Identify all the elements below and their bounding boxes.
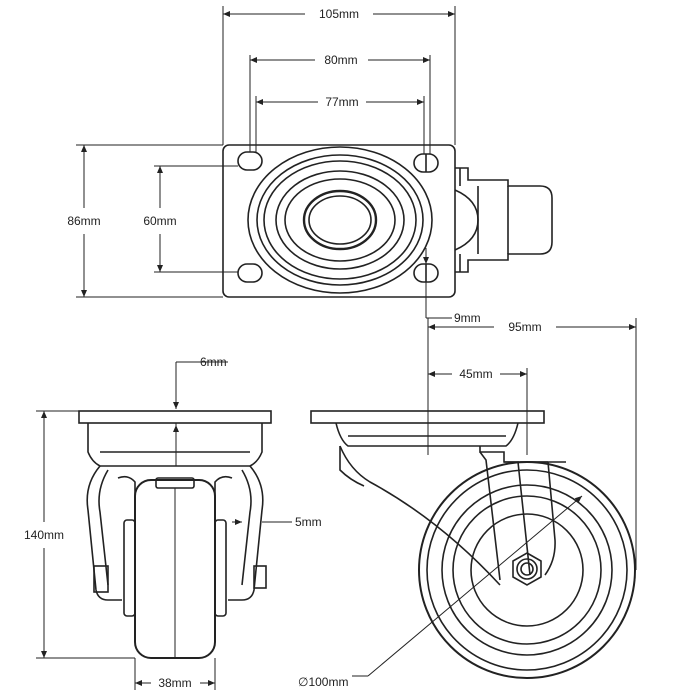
front-view <box>78 410 272 659</box>
label-38mm: 38mm <box>158 676 191 690</box>
side-wheel <box>418 461 636 679</box>
mounting-hole-top-left <box>237 151 263 171</box>
label-9mm: 9mm <box>454 311 481 325</box>
label-86mm: 86mm <box>67 214 100 228</box>
label-45mm: 45mm <box>459 367 492 381</box>
mounting-hole-bottom-left <box>237 263 263 283</box>
front-bearing-housing <box>87 423 263 467</box>
swivel-bearing-rings <box>247 146 433 294</box>
top-view <box>222 144 553 298</box>
label-6mm: 6mm <box>200 355 227 369</box>
axle-hub <box>512 552 542 586</box>
side-view-dimensions <box>352 318 637 677</box>
dimension-labels: 105mm 80mm 77mm 86mm 60mm 9mm 95mm 45mm … <box>24 7 542 690</box>
label-60mm: 60mm <box>143 214 176 228</box>
label-95mm: 95mm <box>508 320 541 334</box>
side-fork <box>339 445 501 586</box>
side-fork-leg <box>479 446 566 463</box>
axle-nut-right <box>253 565 267 589</box>
front-plate <box>78 410 272 424</box>
mounting-plate <box>222 144 456 298</box>
label-5mm: 5mm <box>295 515 322 529</box>
mounting-hole-top-right <box>413 153 439 173</box>
axle-nut-left <box>93 565 109 593</box>
label-77mm: 77mm <box>325 95 358 109</box>
front-fork-right <box>228 465 264 601</box>
mounting-hole-bottom-right <box>413 263 439 283</box>
label-80mm: 80mm <box>324 53 357 67</box>
side-bearing-housing <box>335 422 519 447</box>
front-view-dimensions <box>36 361 292 690</box>
label-140mm: 140mm <box>24 528 64 542</box>
wheel-top-silhouette <box>454 167 553 273</box>
front-fork-left <box>86 465 122 601</box>
top-view-dimensions <box>76 6 456 319</box>
label-105mm: 105mm <box>319 7 359 21</box>
side-view <box>310 410 636 679</box>
label-100mm-diameter: ∅100mm <box>298 675 348 689</box>
